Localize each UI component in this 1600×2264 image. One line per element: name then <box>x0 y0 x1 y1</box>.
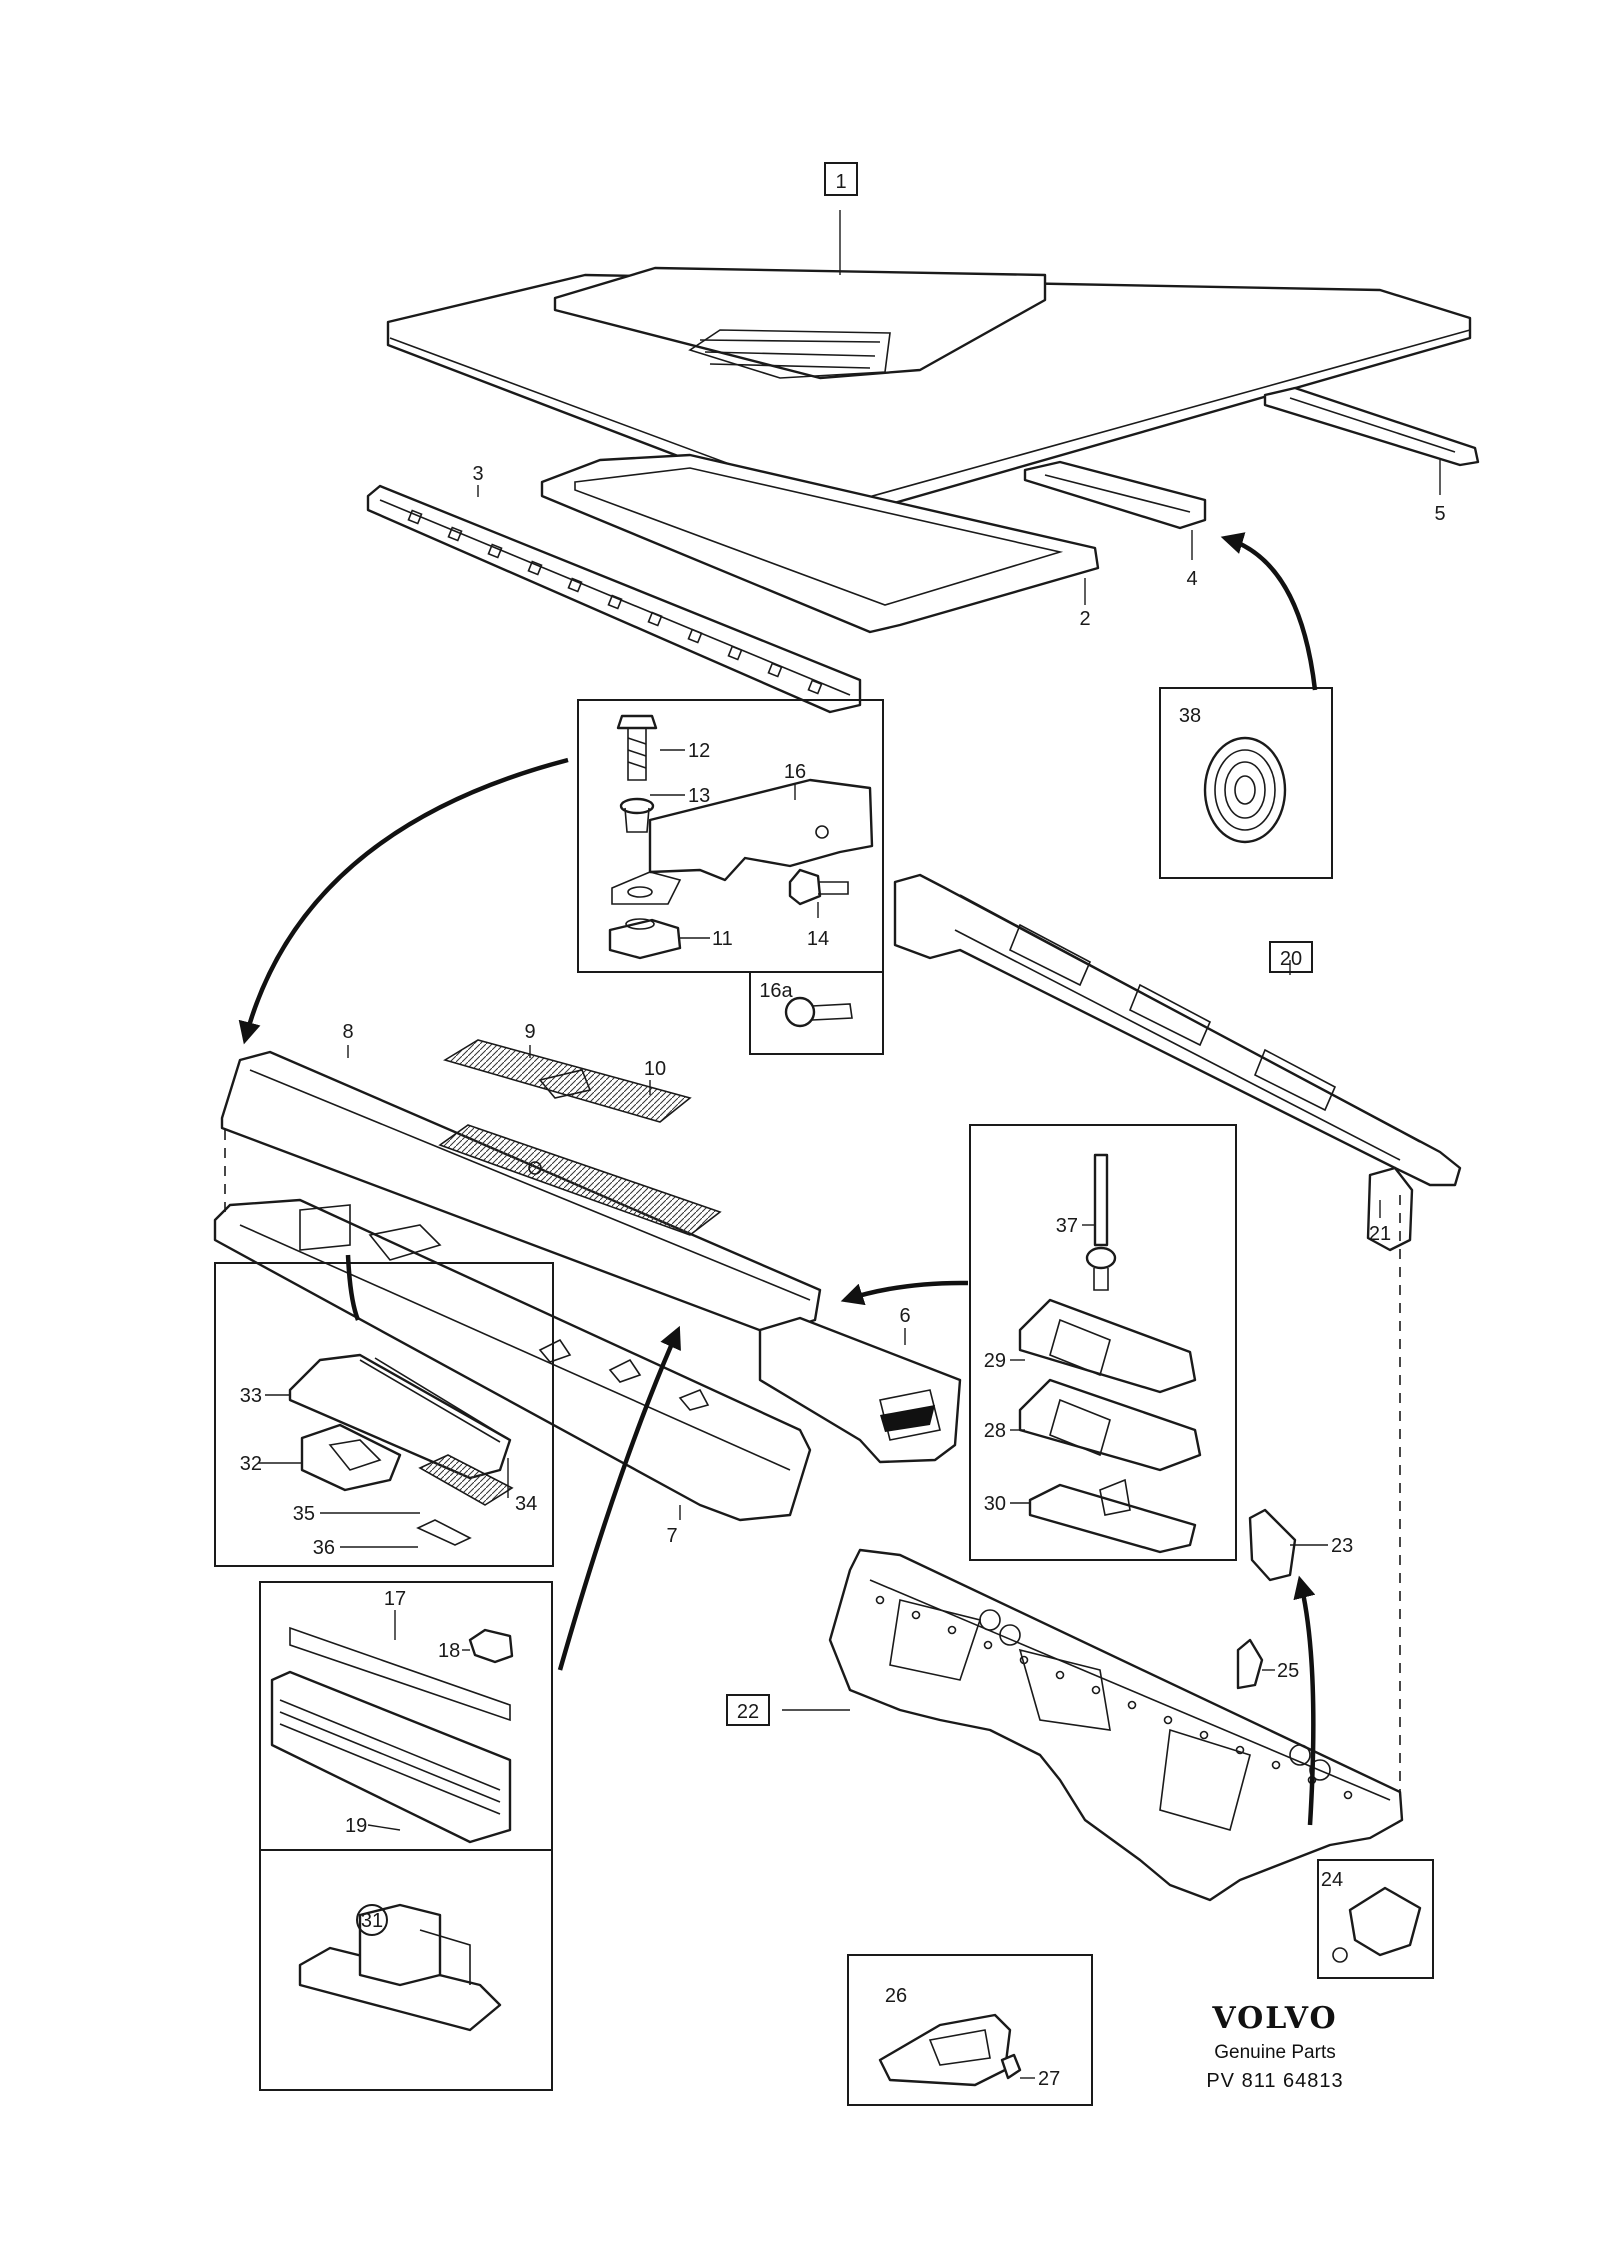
cowl-top-panel <box>220 1050 822 1336</box>
rail-slot <box>407 509 423 525</box>
dash-hole <box>1343 1790 1353 1800</box>
detail-box-16a <box>749 971 884 1055</box>
dash-hole <box>1199 1730 1209 1740</box>
cowl-panel <box>213 1198 812 1522</box>
clip-25 <box>1236 1638 1264 1690</box>
label-38: 38 <box>1179 705 1201 727</box>
rail-slot <box>487 543 503 559</box>
label-8: 8 <box>342 1021 353 1043</box>
rail-slot <box>567 577 583 593</box>
label-7: 7 <box>666 1525 677 1547</box>
cowl-detail-box <box>214 1262 554 1567</box>
rail-slot <box>727 645 743 661</box>
label-21: 21 <box>1369 1223 1391 1245</box>
label-10: 10 <box>644 1058 666 1080</box>
dash-hole <box>911 1610 921 1620</box>
label-25: 25 <box>1277 1660 1299 1682</box>
label-35: 35 <box>293 1503 315 1525</box>
label-11: 11 <box>712 928 733 950</box>
alignment-lines <box>224 1130 1401 1795</box>
label-18: 18 <box>438 1640 460 1662</box>
label-13: 13 <box>688 785 710 807</box>
rail-slot <box>607 594 623 610</box>
dash-hole <box>1091 1685 1101 1695</box>
rail-slot <box>447 526 463 542</box>
side-member <box>758 1316 962 1464</box>
label-17: 17 <box>384 1588 406 1610</box>
detail-box-24 <box>1317 1859 1434 1979</box>
label-37: 37 <box>1056 1215 1078 1237</box>
roof-side-rail <box>1023 460 1207 530</box>
bracket-23 <box>1248 1508 1297 1582</box>
grommet-detail-box <box>1159 687 1333 879</box>
label-20: 20 <box>1280 948 1302 970</box>
rail-slot <box>687 628 703 644</box>
label-1: 1 <box>835 171 846 193</box>
dash-hole <box>875 1595 885 1605</box>
detail-box-26 <box>847 1954 1093 2106</box>
insulation-pad <box>443 1039 692 1123</box>
brand-name: VOLVO <box>1211 2001 1337 2036</box>
fastener-detail-box <box>577 699 884 973</box>
label-box-1 <box>824 162 858 196</box>
dash-hole <box>1235 1745 1245 1755</box>
label-28: 28 <box>984 1420 1006 1442</box>
label-16a: 16a <box>759 980 793 1002</box>
label-14: 14 <box>807 928 829 950</box>
sunroof-frame <box>540 453 1100 634</box>
leader-lines <box>258 210 1441 2079</box>
label-19: 19 <box>345 1815 367 1837</box>
brand-block: VOLVO Genuine Parts PV 811 64813 <box>1206 2001 1343 2092</box>
label-29: 29 <box>984 1350 1006 1372</box>
label-12: 12 <box>688 740 710 762</box>
rail-slot <box>527 560 543 576</box>
dash-hole <box>1019 1655 1029 1665</box>
label-6: 6 <box>899 1305 910 1327</box>
dash-hole <box>1163 1715 1173 1725</box>
dash-hole <box>1055 1670 1065 1680</box>
dash-hole <box>1271 1760 1281 1770</box>
roof-rear-rail <box>1263 386 1480 467</box>
dash-hole <box>1127 1700 1137 1710</box>
rail-slot <box>807 679 823 695</box>
label-box-22 <box>726 1694 770 1726</box>
label-26: 26 <box>885 1985 907 2007</box>
label-36: 36 <box>313 1537 335 1559</box>
label-22: 22 <box>737 1701 759 1723</box>
rail-slot <box>647 611 663 627</box>
label-2: 2 <box>1079 608 1090 630</box>
label-16: 16 <box>784 761 806 783</box>
label-5: 5 <box>1434 503 1445 525</box>
roof-panel <box>386 266 1472 520</box>
label-31: 31 <box>361 1910 383 1932</box>
scuttle-detail-box <box>259 1581 553 1851</box>
dash-panel <box>828 1548 1404 1902</box>
assembly-arrows <box>238 532 1318 1826</box>
label-24: 24 <box>1321 1869 1343 1891</box>
label-30: 30 <box>984 1493 1006 1515</box>
label-4: 4 <box>1186 568 1197 590</box>
rear-cross-member <box>893 873 1462 1252</box>
label-27: 27 <box>1038 2068 1060 2090</box>
pin-detail-box <box>969 1124 1237 1561</box>
label-23: 23 <box>1331 1535 1353 1557</box>
rail-slot <box>767 662 783 678</box>
label-33: 33 <box>240 1385 262 1407</box>
part-labels: 1 2 3 4 5 6 7 8 9 10 11 12 13 14 16 16a … <box>240 162 1446 2090</box>
label-box-20 <box>1269 941 1313 973</box>
label-circle-31 <box>356 1904 388 1936</box>
brand-code: PV 811 64813 <box>1206 2070 1343 2092</box>
label-34: 34 <box>515 1493 537 1515</box>
label-3: 3 <box>472 463 483 485</box>
label-32: 32 <box>240 1453 262 1475</box>
dash-hole <box>983 1640 993 1650</box>
label-9: 9 <box>524 1021 535 1043</box>
front-header-rail <box>366 484 862 714</box>
dash-hole <box>947 1625 957 1635</box>
brand-subtitle: Genuine Parts <box>1214 2042 1335 2063</box>
bracket-detail-box <box>259 1849 553 2091</box>
